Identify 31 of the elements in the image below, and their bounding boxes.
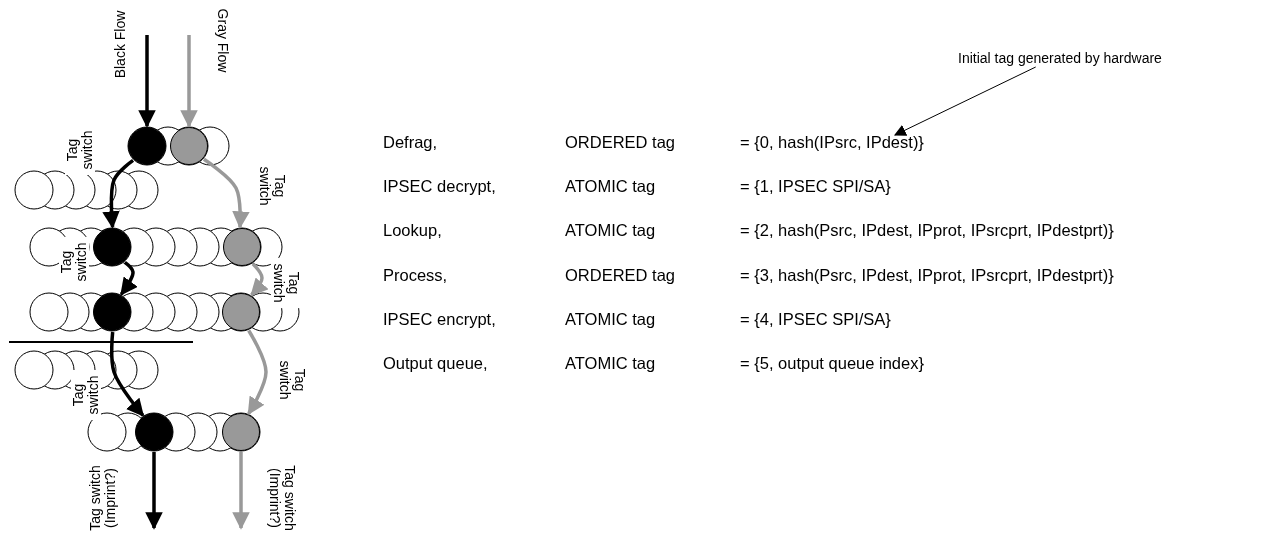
flow-arrow: [145, 452, 163, 530]
edge-label: Tag switch: [271, 258, 301, 308]
step-name: IPSEC encrypt,: [383, 309, 496, 329]
tag-type: ORDERED tag: [565, 265, 676, 285]
edge-label: Tag switch: [71, 370, 101, 420]
tag-value: = {3, hash(Psrc, IPdest, IPprot, IPsrcprt, IPdestprt)}: [740, 265, 1114, 285]
tag-value: = {4, IPSEC SPI/SA}: [740, 309, 891, 329]
flow-arrow: [138, 35, 156, 128]
flow-arrow: [180, 35, 198, 128]
leader-arrow: [893, 66, 1037, 136]
packet-circle: [128, 127, 166, 165]
tag-value: = {5, output queue index}: [740, 354, 924, 373]
tag-type: ATOMIC tag: [565, 354, 656, 373]
step-name: Output queue,: [383, 354, 488, 373]
flow-arrow: [202, 157, 250, 229]
tag-type: ATOMIC tag: [565, 309, 656, 329]
annotation-text: Initial tag generated by hardware: [958, 50, 1162, 66]
flow-arrow: [110, 331, 145, 417]
tag-value: = {2, hash(Psrc, IPdest, IPprot, IPsrcprt, IPdestprt)}: [740, 221, 1114, 241]
flow-arrow: [119, 260, 138, 296]
flow-arrow: [247, 329, 268, 416]
tag-value: = {1, IPSEC SPI/SA}: [740, 177, 891, 197]
tag-value: = {0, hash(IPsrc, IPdest)}: [740, 133, 924, 152]
step-name: Process,: [383, 265, 448, 285]
step-name: Defrag,: [383, 133, 438, 152]
tag-type: ATOMIC tag: [565, 221, 656, 241]
flow-arrow: [232, 452, 250, 530]
step-name: IPSEC decrypt,: [383, 177, 496, 197]
step-name: Lookup,: [383, 221, 442, 241]
tag-type: ATOMIC tag: [565, 177, 656, 197]
tag-type: ORDERED tag: [565, 133, 676, 152]
